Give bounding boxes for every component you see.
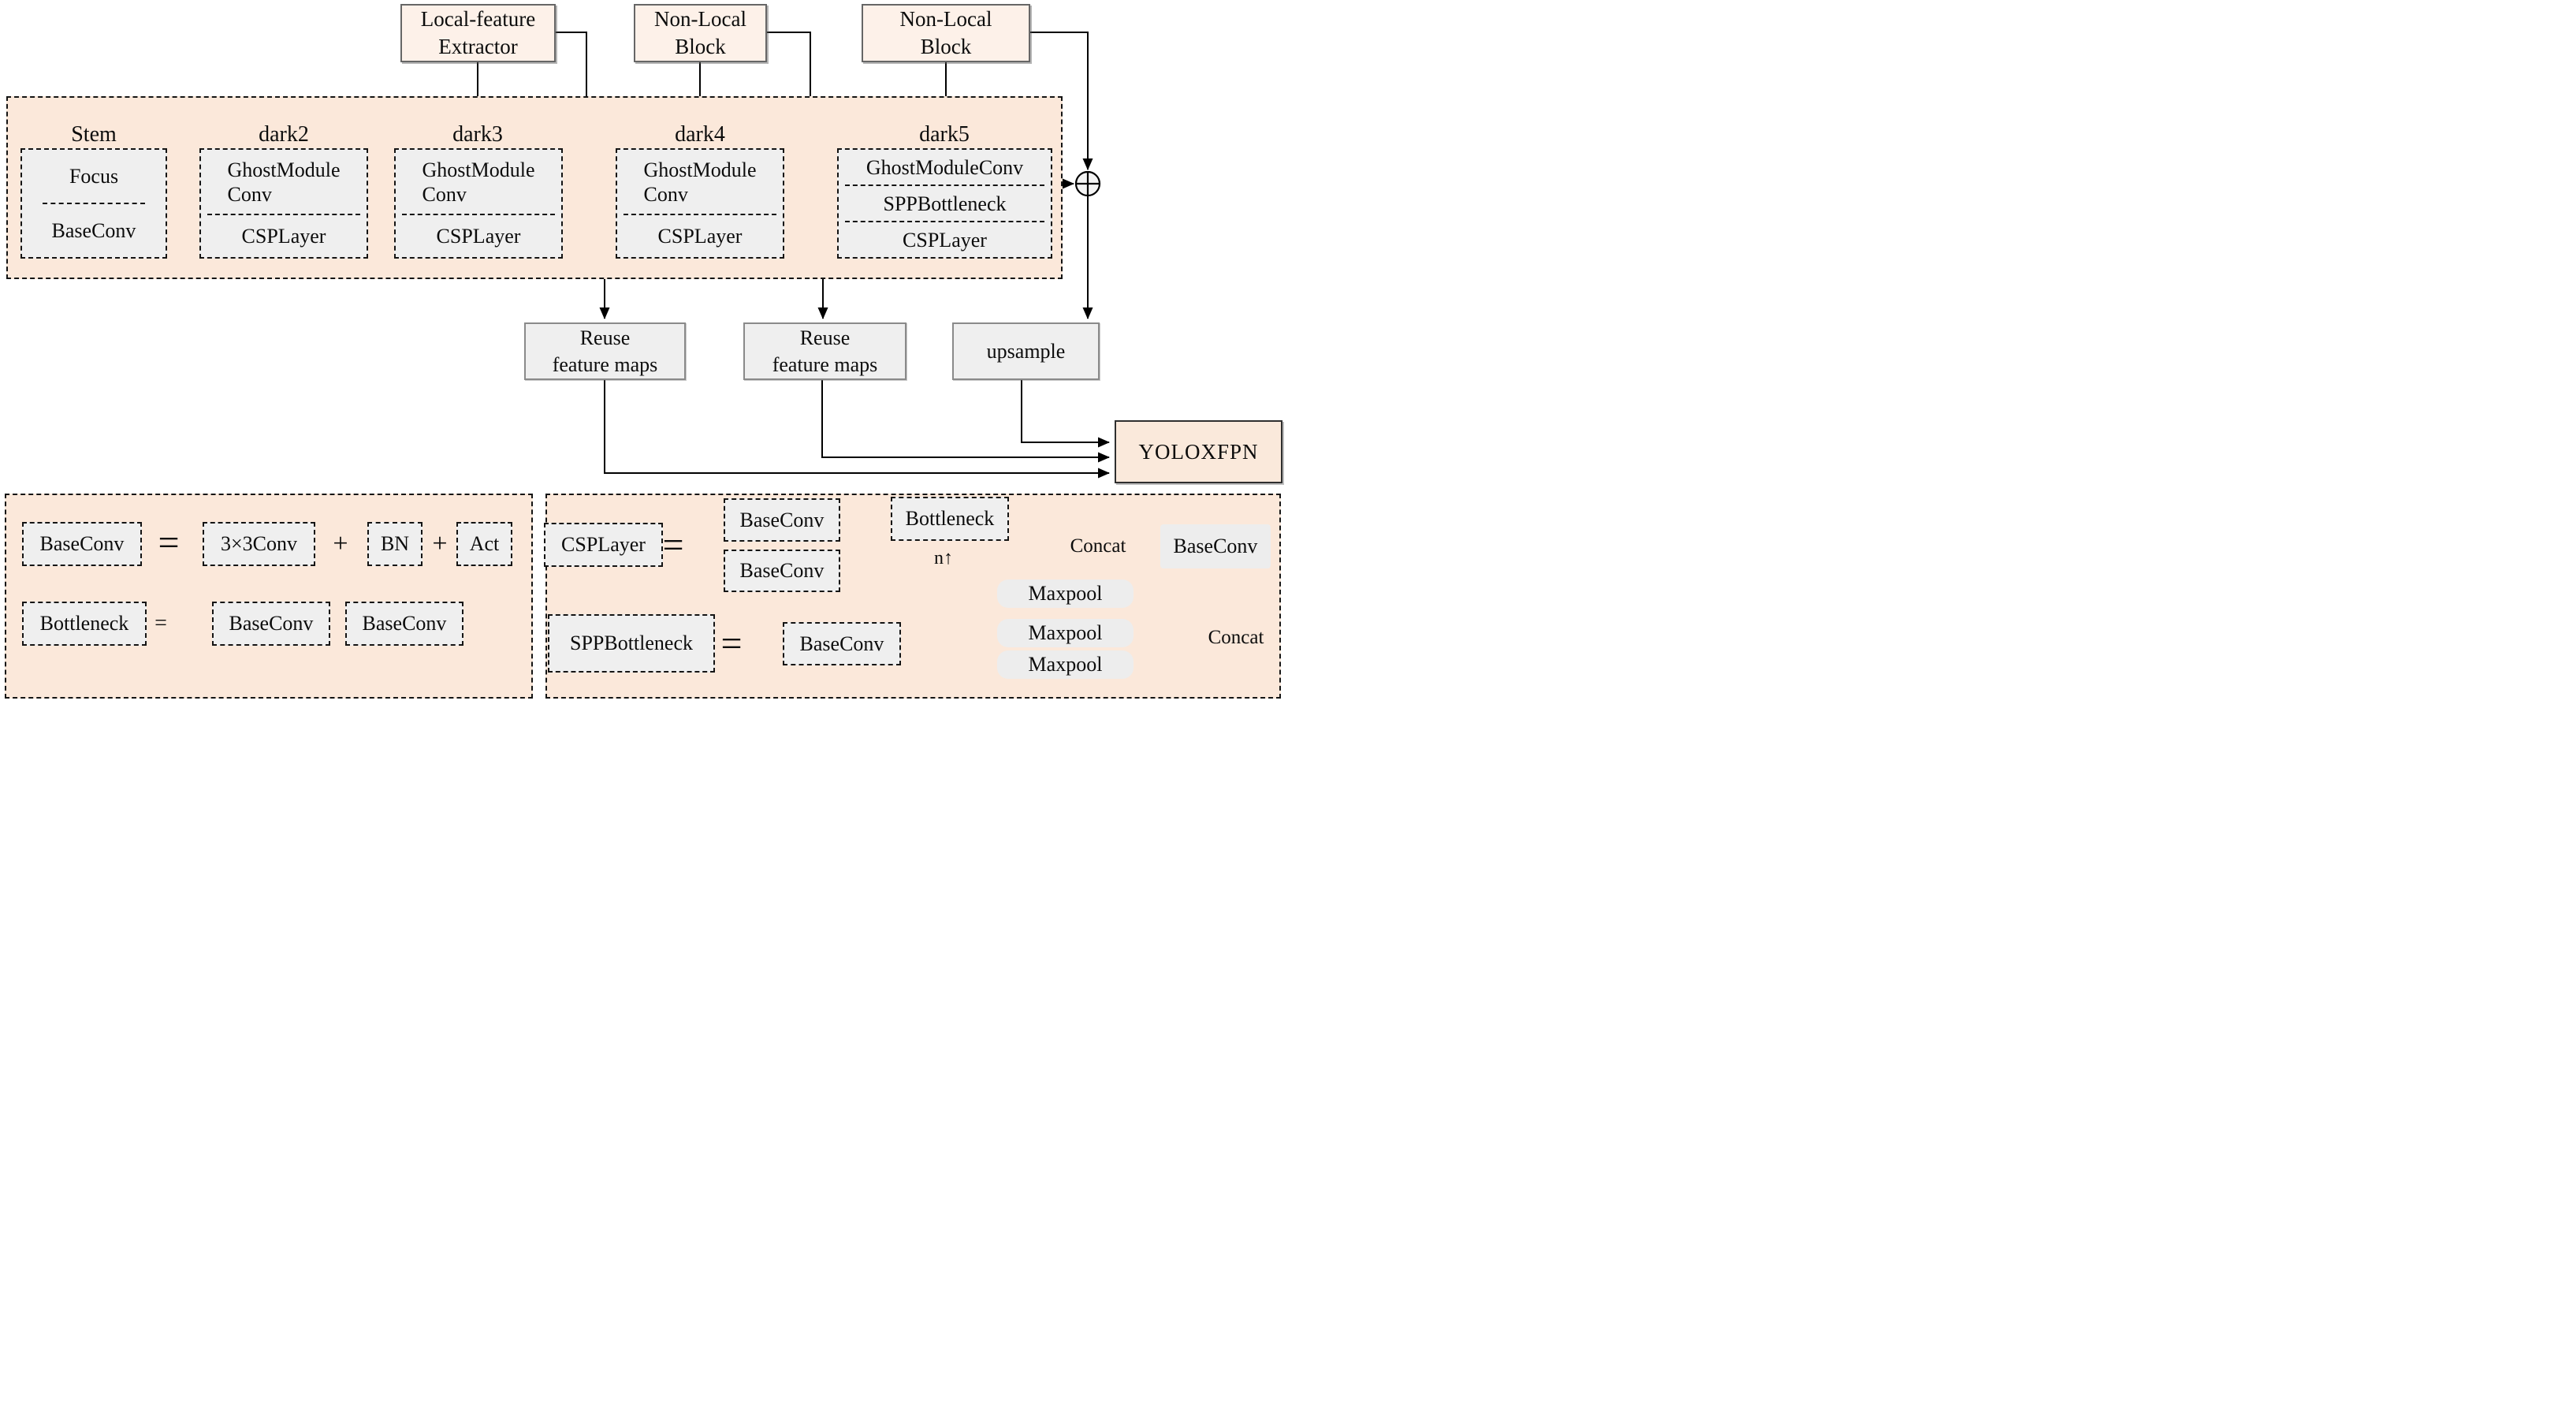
arrow-upsample-fpn [1021, 380, 1110, 448]
non-local-block-2: Non-Local Block [862, 4, 1030, 62]
local-feature-extractor-block: Local-feature Extractor [400, 4, 556, 62]
stage-label-dark5: dark5 [919, 122, 970, 147]
stage-label-stem: Stem [71, 122, 117, 147]
stage-box-dark3: GhostModule Conv CSPLayer [394, 148, 563, 259]
stage-box-stem: Focus BaseConv [20, 148, 167, 259]
ghost-yolox-architecture-diagram: Local-feature Extractor Non-Local Block … [0, 0, 1288, 702]
divider [624, 214, 776, 216]
yoloxfpn-block: YOLOXFPN [1115, 420, 1282, 483]
dark3-module-ghostconv: GhostModule Conv [422, 158, 535, 206]
dark4-module-ghostconv: GhostModule Conv [643, 158, 757, 206]
legend-bn: BN [367, 522, 423, 566]
legend-3x3conv: 3×3Conv [203, 522, 315, 566]
legend-spp-concat-label: Concat [1208, 627, 1264, 648]
n-repeat-label: n↑ [934, 547, 953, 568]
arrow-reuse2-fpn [821, 380, 1110, 463]
dark5-module-csplayer: CSPLayer [903, 228, 987, 252]
divider [43, 203, 145, 204]
reuse-feature-maps-2: Reuse feature maps [743, 322, 906, 380]
legend-maxpool-1: Maxpool [997, 580, 1134, 608]
divider [207, 214, 360, 216]
legend-bottleneck-lhs: Bottleneck [22, 602, 147, 646]
plus-sign: + [432, 529, 448, 558]
legend-csp-baseconv-out: BaseConv [1160, 524, 1271, 568]
dark2-module-ghostconv: GhostModule Conv [227, 158, 341, 206]
equals-sign: = [662, 524, 684, 566]
divider [845, 184, 1044, 186]
equals-sign-small: = [154, 611, 167, 635]
stage-box-dark5: GhostModuleConv SPPBottleneck CSPLayer [837, 148, 1052, 259]
legend-act: Act [456, 522, 512, 566]
stage-box-dark4: GhostModule Conv CSPLayer [616, 148, 784, 259]
divider [845, 221, 1044, 222]
legend-spp-baseconv: BaseConv [783, 622, 901, 665]
dark5-module-spp: SPPBottleneck [883, 192, 1007, 215]
arrow-reuse1-fpn [604, 380, 1110, 479]
dark2-module-csplayer: CSPLayer [241, 225, 326, 248]
legend-maxpool-3: Maxpool [997, 650, 1134, 679]
legend-spp-lhs: SPPBottleneck [548, 614, 715, 673]
dark3-module-csplayer: CSPLayer [436, 225, 521, 248]
add3-icon [1074, 170, 1101, 197]
stage-label-dark4: dark4 [675, 122, 725, 147]
reuse-feature-maps-1: Reuse feature maps [524, 322, 686, 380]
stage-box-dark2: GhostModule Conv CSPLayer [199, 148, 368, 259]
equals-sign: = [158, 521, 180, 564]
stem-module-focus: Focus [69, 165, 119, 188]
legend-maxpool-2: Maxpool [997, 619, 1134, 647]
non-local-block-1: Non-Local Block [634, 4, 767, 62]
stage-label-dark3: dark3 [452, 122, 503, 147]
dark5-module-ghostconv: GhostModuleConv [865, 155, 1024, 179]
stem-module-baseconv: BaseConv [51, 219, 136, 242]
divider [402, 214, 555, 216]
legend-csp-baseconv-bottom: BaseConv [724, 550, 840, 592]
arrow-nlb2-add3 [1030, 32, 1093, 170]
legend-csplayer-lhs: CSPLayer [544, 523, 663, 567]
legend-csp-bottleneck: Bottleneck [891, 497, 1009, 541]
upsample-block: upsample [952, 322, 1100, 380]
legend-bottleneck-baseconv2: BaseConv [345, 602, 463, 646]
stage-label-dark2: dark2 [259, 122, 309, 147]
legend-csp-baseconv-top: BaseConv [724, 498, 840, 542]
plus-sign: + [333, 529, 348, 558]
legend-bottleneck-baseconv1: BaseConv [212, 602, 330, 646]
legend-baseconv-lhs: BaseConv [22, 522, 142, 566]
legend-csp-concat-label: Concat [1070, 535, 1126, 557]
fpn-feed-connectors [604, 380, 1110, 479]
equals-sign: = [720, 622, 743, 665]
dark4-module-csplayer: CSPLayer [657, 225, 743, 248]
